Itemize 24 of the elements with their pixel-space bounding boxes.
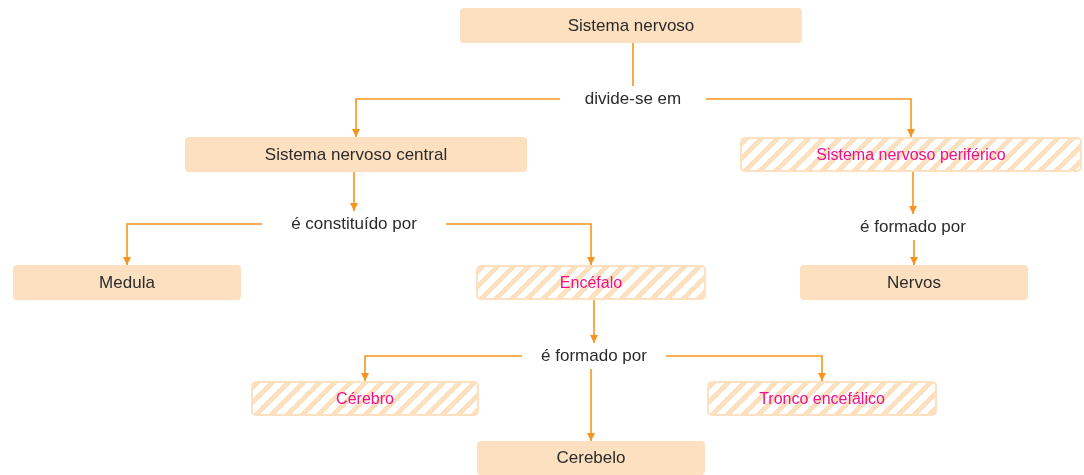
hatched-concept-box: Tronco encefálico (707, 381, 937, 416)
arrow (910, 239, 918, 266)
concept-box: Medula (13, 265, 241, 300)
concept-box: Sistema nervoso central (185, 137, 527, 172)
connector-text: divide-se em (560, 86, 706, 112)
arrow (665, 355, 826, 382)
connector-text: é formado por (840, 214, 986, 240)
connector-text: é formado por (522, 343, 666, 369)
arrow (350, 171, 358, 212)
arrow (445, 223, 595, 266)
arrow (590, 299, 598, 344)
arrow (587, 368, 595, 442)
arrow (123, 223, 263, 266)
arrow (352, 98, 561, 138)
arrow (361, 355, 523, 382)
hatched-concept-box: Sistema nervoso periférico (740, 137, 1082, 172)
concept-box: Nervos (800, 265, 1028, 300)
concept-box: Cerebelo (477, 441, 705, 475)
arrow (705, 98, 915, 138)
hatched-concept-box: Cérebro (251, 381, 479, 416)
connector-text: é constituído por (262, 211, 446, 237)
arrow (909, 171, 917, 215)
hatched-concept-box: Encéfalo (476, 265, 706, 300)
concept-box: Sistema nervoso (460, 8, 802, 43)
